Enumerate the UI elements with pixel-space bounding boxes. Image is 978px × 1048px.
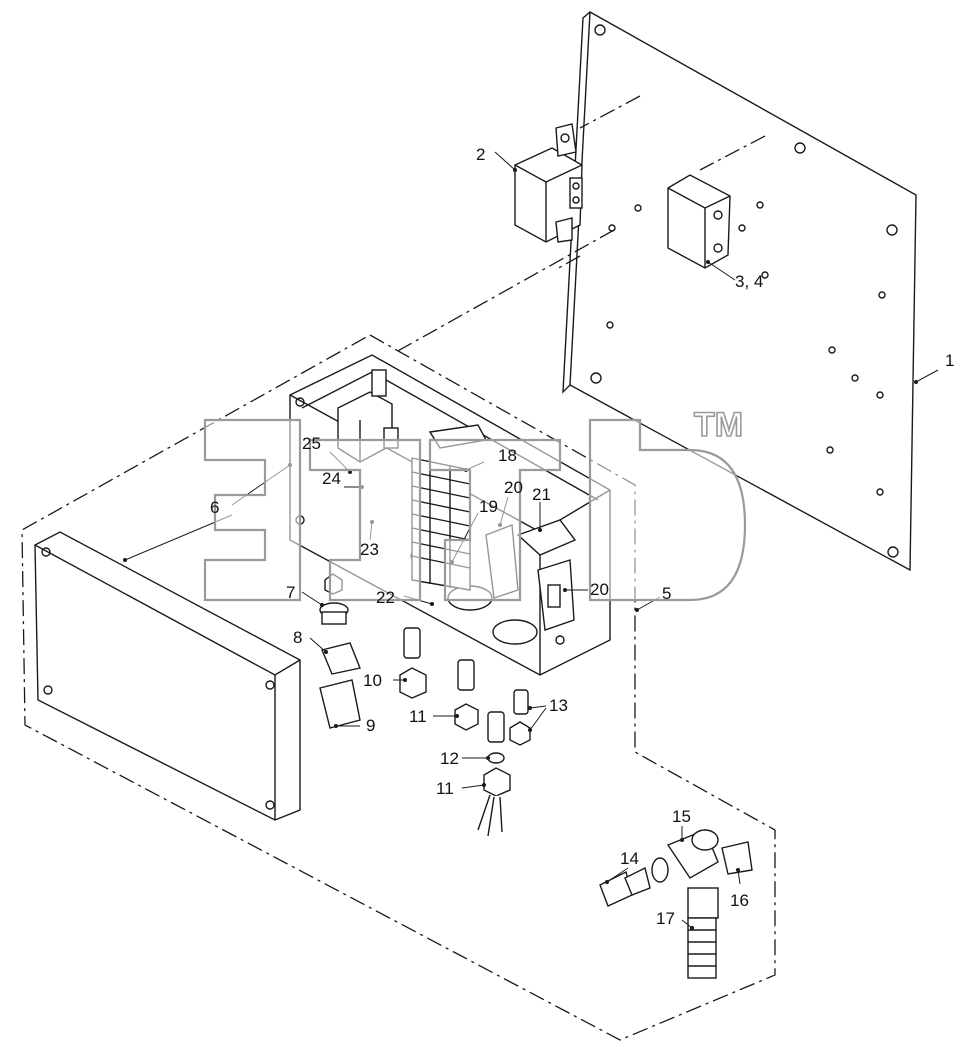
cable-glands	[399, 627, 531, 797]
callout-14: 14	[620, 849, 639, 868]
callout-7: 7	[286, 583, 295, 602]
callout-8: 8	[293, 628, 302, 647]
callout-9: 9	[366, 716, 375, 735]
callout-1: 1	[945, 351, 954, 370]
callout-25: 25	[302, 434, 321, 453]
trademark-symbol: TM	[694, 406, 743, 444]
callout-17: 17	[656, 909, 675, 928]
mounting-plate	[562, 10, 917, 572]
callout-labels: 1 2 3, 4 5 6 7 8 9 10 11 11 12 13 14 15 …	[210, 145, 954, 928]
callout-22: 22	[376, 588, 395, 607]
relay-part-2	[514, 123, 583, 243]
assembly-boundary	[21, 334, 776, 1041]
callout-24: 24	[322, 469, 341, 488]
callout-5: 5	[662, 584, 671, 603]
callout-3-4: 3, 4	[735, 272, 763, 291]
callout-21: 21	[532, 485, 551, 504]
cable-and-connectors	[477, 794, 753, 979]
callout-11b: 11	[436, 779, 454, 798]
callout-20b: 20	[590, 580, 609, 599]
callout-23: 23	[360, 540, 379, 559]
callout-12: 12	[440, 749, 459, 768]
module-part-3-4	[667, 174, 731, 269]
callout-15: 15	[672, 807, 691, 826]
alignment-lines	[395, 95, 766, 353]
callout-13: 13	[549, 696, 568, 715]
callout-6: 6	[210, 498, 219, 517]
callout-19: 19	[479, 497, 498, 516]
callout-20a: 20	[504, 478, 523, 497]
enclosure-cover	[34, 531, 301, 821]
callout-10: 10	[363, 671, 382, 690]
callout-2: 2	[476, 145, 485, 164]
callout-16: 16	[730, 891, 749, 910]
callout-11a: 11	[409, 707, 427, 726]
watermark-logo: TM	[203, 405, 747, 602]
callout-18: 18	[498, 446, 517, 465]
